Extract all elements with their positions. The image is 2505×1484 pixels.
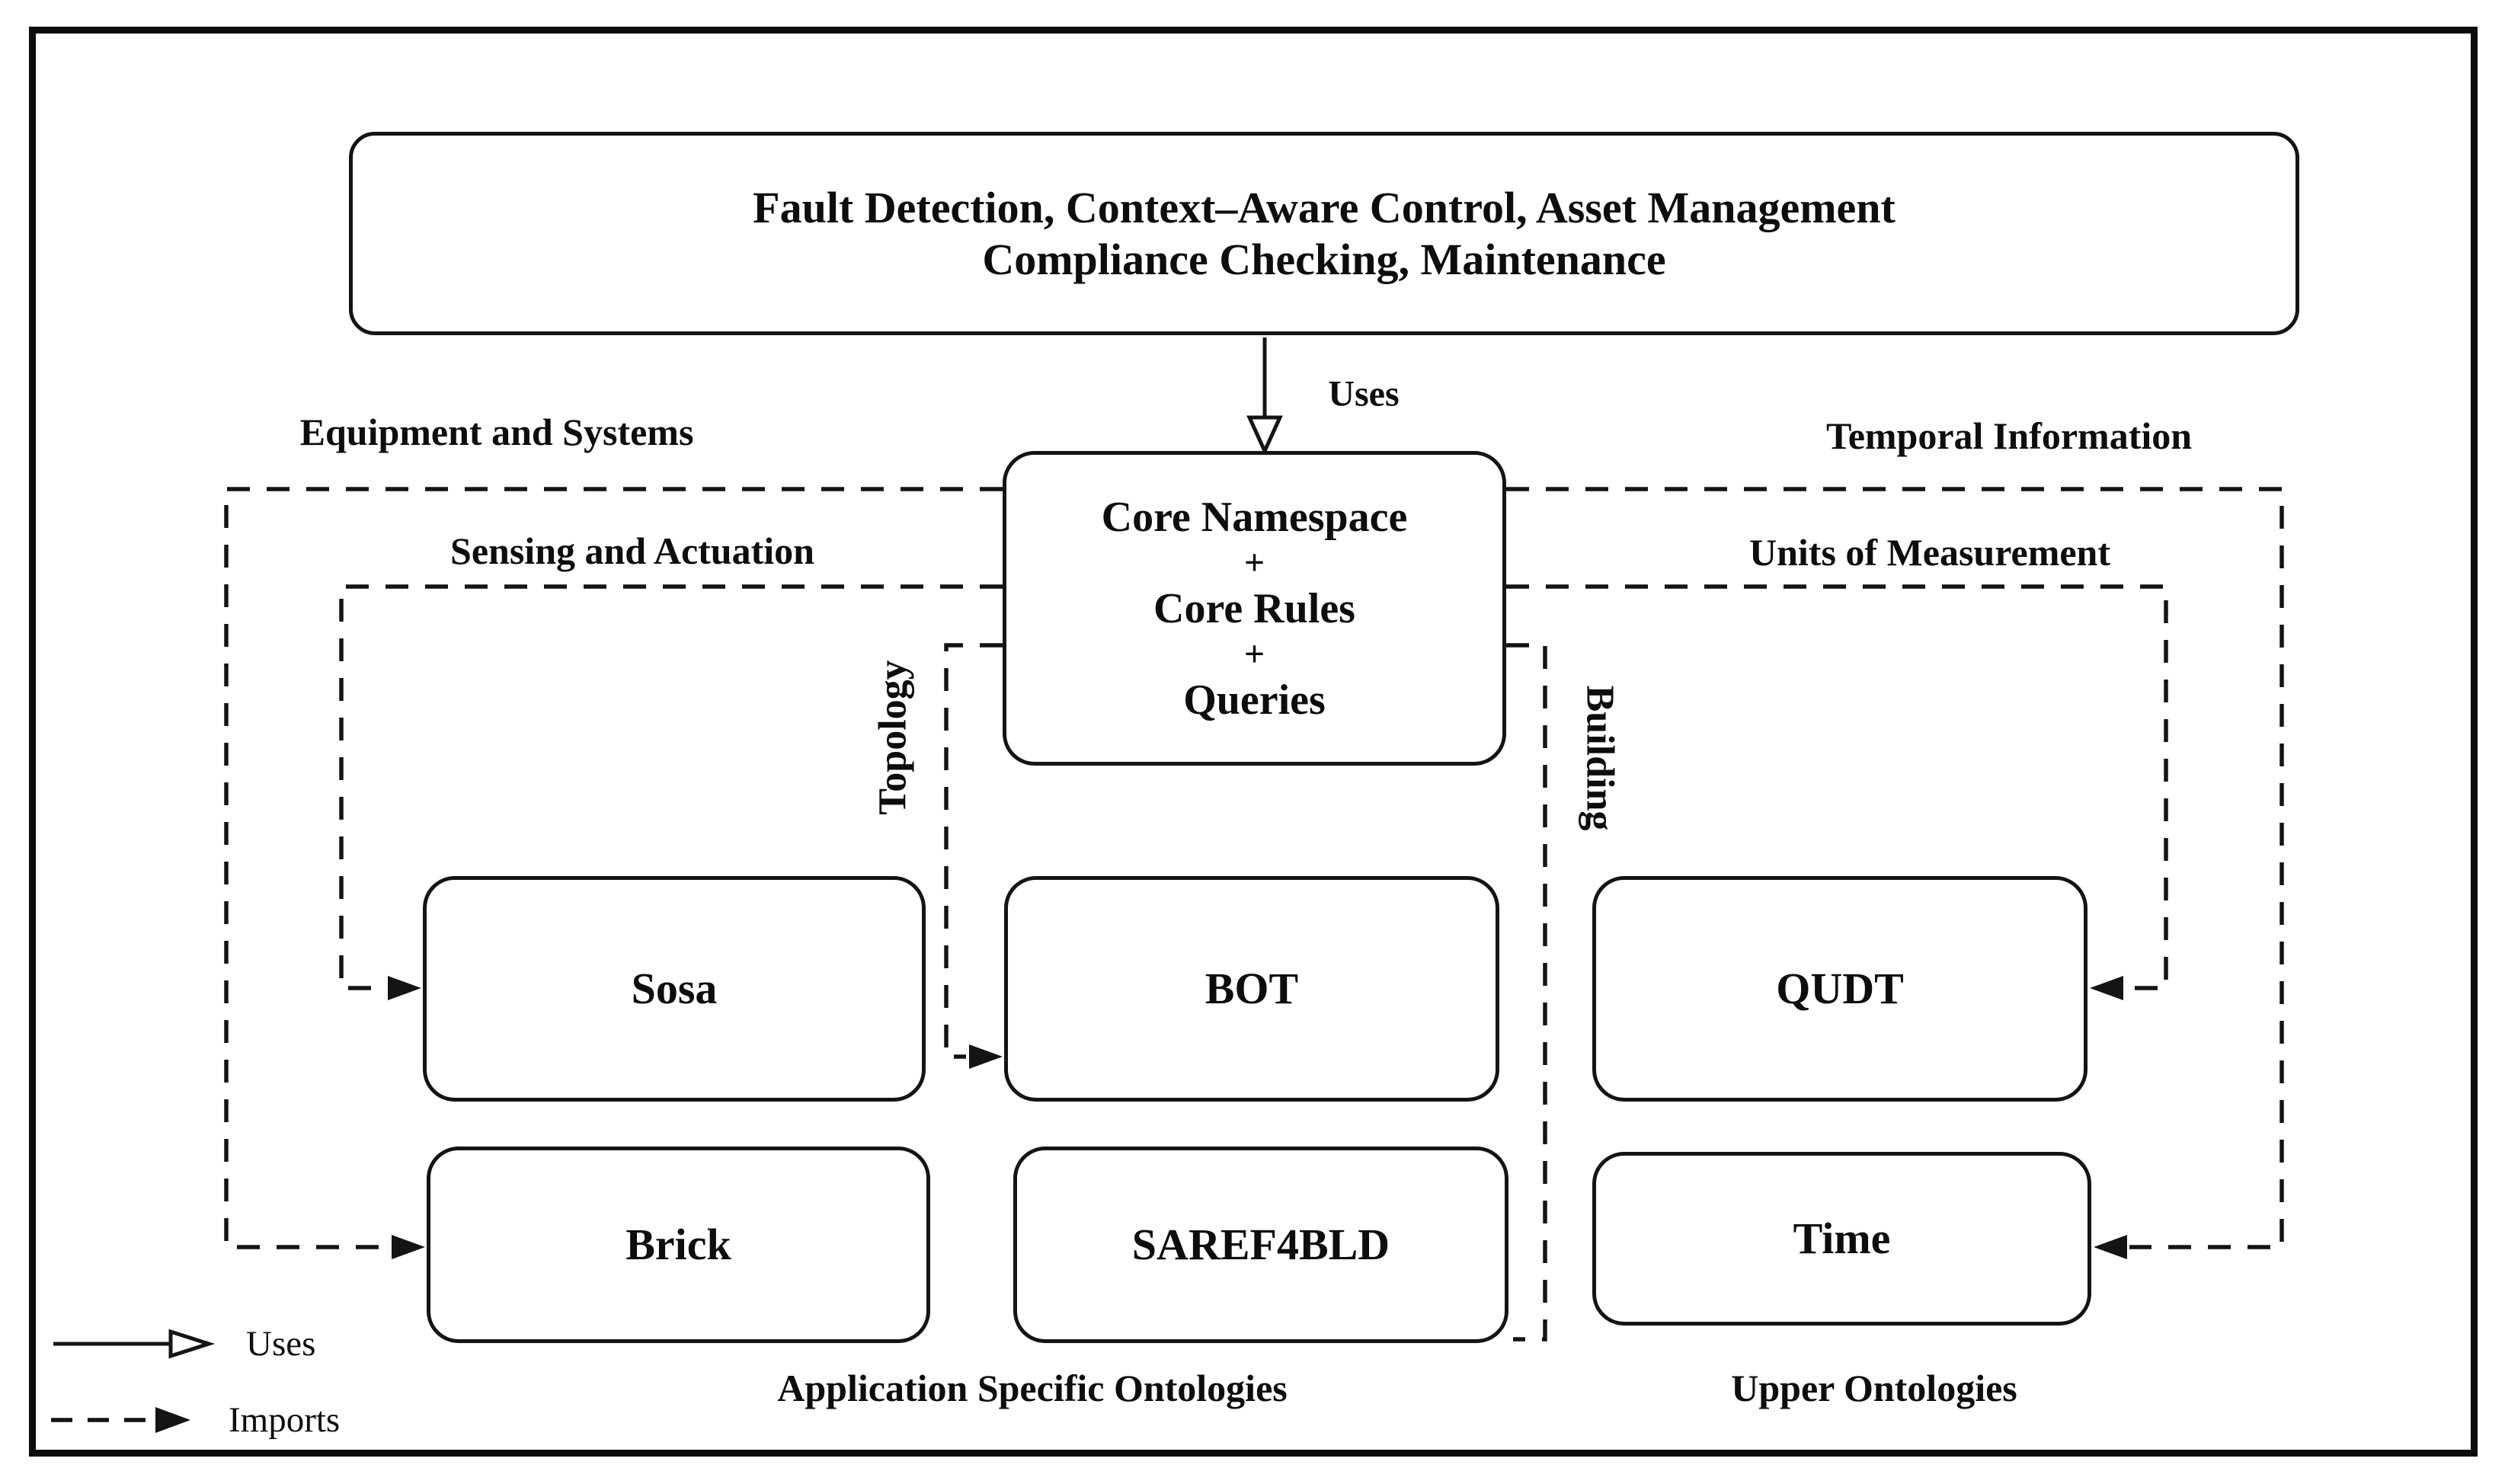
group-label-upper-ontologies: Upper Ontologies	[1731, 1367, 2017, 1409]
bot-label: BOT	[1205, 964, 1299, 1013]
applications-box: Fault Detection, Context–Aware Control, …	[349, 132, 2299, 335]
region-label-sensing-and-actuation: Sensing and Actuation	[450, 529, 814, 572]
core-namespace-box: Core Namespace + Core Rules + Queries	[1003, 451, 1506, 766]
time-box: Time	[1592, 1152, 2091, 1326]
sosa-box: Sosa	[423, 876, 926, 1102]
core-plus-2: +	[1243, 633, 1265, 674]
region-label-temporal-information: Temporal Information	[1825, 414, 2193, 457]
imports-path-sensing	[339, 584, 1003, 990]
uses-arrow	[1246, 337, 1283, 456]
core-line-rules: Core Rules	[1153, 584, 1355, 632]
imports-path-units	[1506, 584, 2168, 990]
legend-imports-label: Imports	[229, 1400, 341, 1440]
arrowhead-time	[2094, 1235, 2127, 1259]
legend-uses-arrow	[53, 1329, 216, 1359]
core-line-namespace: Core Namespace	[1101, 493, 1408, 541]
time-label: Time	[1793, 1214, 1891, 1263]
region-label-building: Building	[1578, 685, 1622, 831]
qudt-box: QUDT	[1592, 876, 2088, 1102]
arrowhead-sosa	[388, 976, 421, 1000]
legend-uses-label: Uses	[246, 1324, 316, 1364]
applications-line1: Fault Detection, Context–Aware Control, …	[753, 182, 1896, 232]
imports-path-topology	[944, 643, 1003, 1059]
applications-line2: Compliance Checking, Maintenance	[982, 234, 1666, 284]
uses-arrow-label: Uses	[1328, 373, 1400, 414]
bot-box: BOT	[1004, 876, 1499, 1102]
sosa-label: Sosa	[631, 964, 718, 1013]
core-plus-1: +	[1243, 542, 1265, 583]
saref4bld-label: SAREF4BLD	[1131, 1220, 1390, 1269]
imports-path-temporal	[1506, 487, 2284, 1249]
core-line-queries: Queries	[1183, 676, 1326, 724]
qudt-label: QUDT	[1776, 964, 1904, 1013]
arrowhead-bot	[969, 1044, 1003, 1069]
region-label-equipment-and-systems: Equipment and Systems	[299, 411, 694, 453]
arrowhead-qudt	[2090, 976, 2123, 1000]
group-label-application-specific-ontologies: Application Specific Ontologies	[777, 1367, 1288, 1409]
region-label-units-of-measurement: Units of Measurement	[1749, 531, 2110, 574]
brick-box: Brick	[427, 1147, 930, 1343]
region-label-topology: Topology	[871, 660, 915, 815]
imports-path-equipment	[224, 487, 1003, 1249]
imports-path-building	[1506, 643, 1547, 1342]
brick-label: Brick	[625, 1220, 731, 1269]
saref4bld-box: SAREF4BLD	[1013, 1147, 1508, 1343]
legend-imports-arrow	[51, 1407, 190, 1433]
arrowhead-brick	[392, 1235, 425, 1259]
